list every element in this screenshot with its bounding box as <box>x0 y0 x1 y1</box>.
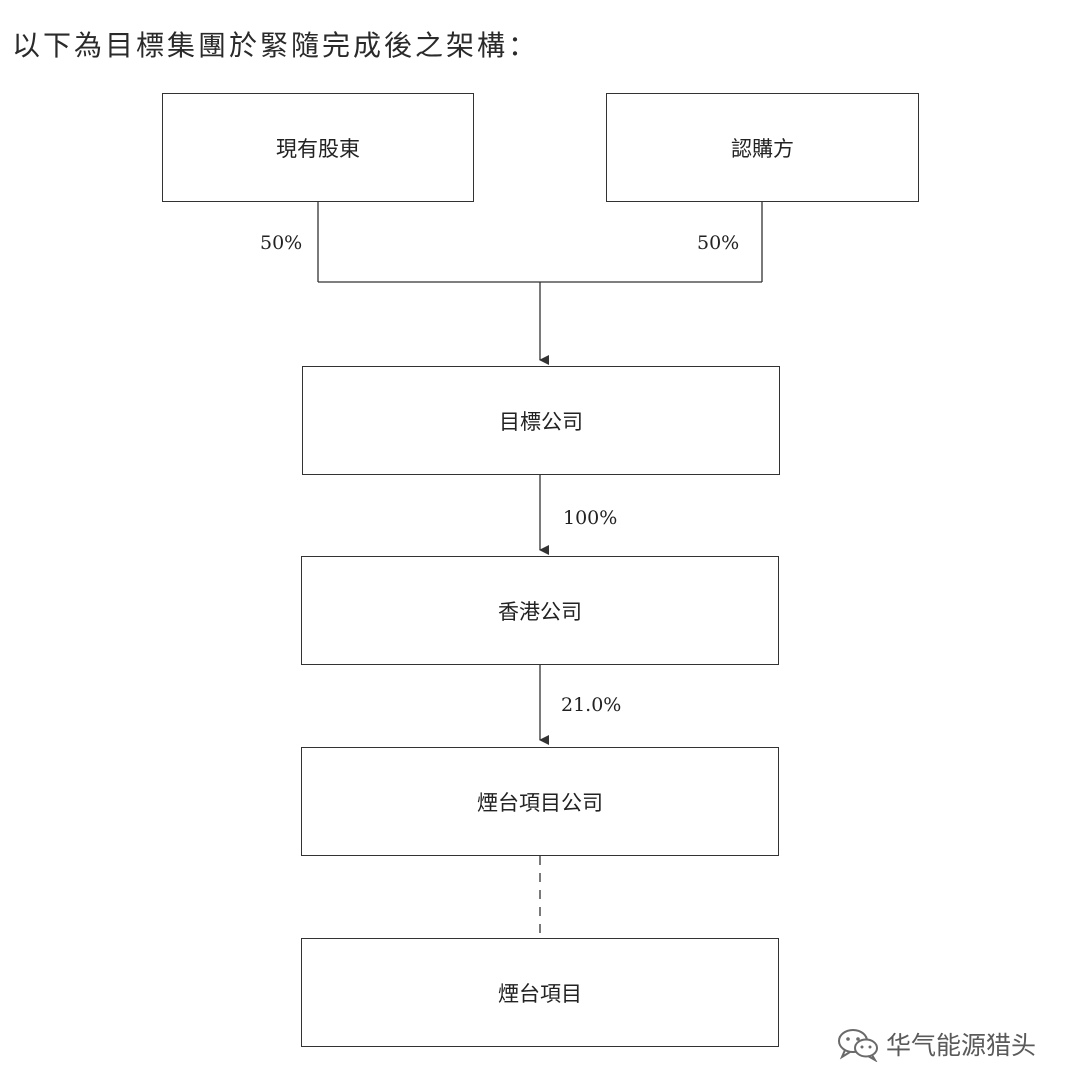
target-company-box: 目標公司 <box>302 366 780 475</box>
yantai-project-box: 煙台項目 <box>301 938 779 1047</box>
target-company-label: 目標公司 <box>499 409 583 434</box>
shareholders-box: 現有股東 <box>162 93 474 202</box>
hk-to-yantai-percentage: 21.0% <box>561 694 622 716</box>
watermark: 华气能源猎头 <box>836 1026 1036 1062</box>
page-heading: 以下為目標集團於緊隨完成後之架構： <box>12 29 540 62</box>
yantai-project-company-box: 煙台項目公司 <box>301 747 779 856</box>
yantai-project-company-label: 煙台項目公司 <box>477 790 603 815</box>
wechat-icon <box>838 1029 878 1062</box>
subscriber-box: 認購方 <box>606 93 919 202</box>
shareholders-percentage: 50% <box>260 232 303 254</box>
watermark-text: 华气能源猎头 <box>886 1031 1037 1060</box>
hk-company-box: 香港公司 <box>301 556 779 665</box>
target-to-hk-percentage: 100% <box>563 507 618 529</box>
yantai-project-label: 煙台項目 <box>498 981 582 1006</box>
hk-company-label: 香港公司 <box>498 599 582 624</box>
subscriber-label: 認購方 <box>731 136 794 161</box>
subscriber-percentage: 50% <box>697 232 740 254</box>
shareholders-label: 現有股東 <box>276 136 360 161</box>
